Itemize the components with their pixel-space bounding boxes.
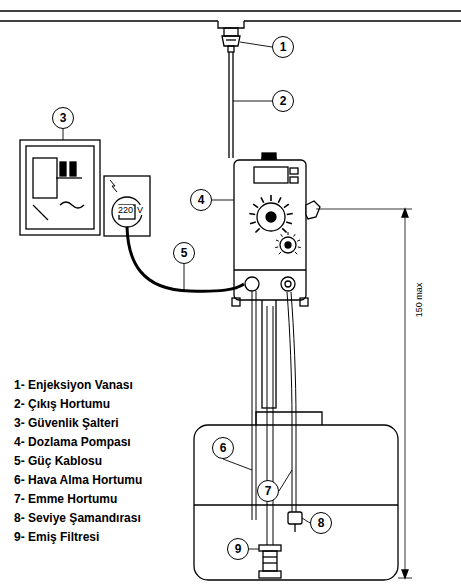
callout-circle: 4 xyxy=(190,189,212,211)
callout-number: 5 xyxy=(181,247,188,259)
callout-number: 2 xyxy=(280,95,287,107)
callout-number: 3 xyxy=(60,112,67,124)
legend-item: 7- Emme Hortumu xyxy=(14,492,117,506)
callout-number: 7 xyxy=(265,485,272,497)
voltage-label: V xyxy=(137,205,143,215)
legend-item: 2- Çıkış Hortumu xyxy=(14,397,110,411)
callout-circle: 1 xyxy=(272,36,294,58)
legend-item: 3- Güvenlik Şalteri xyxy=(14,416,119,430)
dimension-label: 150 max xyxy=(414,281,424,320)
callout-number: 6 xyxy=(220,442,227,454)
callout-circle: 7 xyxy=(257,480,279,502)
callout-circle: 5 xyxy=(173,242,195,264)
callout-circle: 6 xyxy=(212,437,234,459)
callout-circle: 3 xyxy=(52,107,74,129)
legend-item: 8- Seviye Şamandırası xyxy=(14,511,141,525)
callout-number: 4 xyxy=(198,194,205,206)
callout-number: 1 xyxy=(280,41,287,53)
legend-item: 6- Hava Alma Hortumu xyxy=(14,473,142,487)
legend-item: 5- Güç Kablosu xyxy=(14,454,102,468)
callout-circle: 2 xyxy=(272,90,294,112)
legend-item: 4- Dozlama Pompası xyxy=(14,435,131,449)
callout-number: 9 xyxy=(235,543,242,555)
callout-number: 8 xyxy=(318,517,325,529)
voltage-label: 220 xyxy=(118,205,133,215)
legend-item: 1- Enjeksiyon Vanası xyxy=(14,378,133,392)
callout-circle: 8 xyxy=(310,512,332,534)
legend-item: 9- Emiş Filtresi xyxy=(14,530,99,544)
callout-circle: 9 xyxy=(227,538,249,560)
